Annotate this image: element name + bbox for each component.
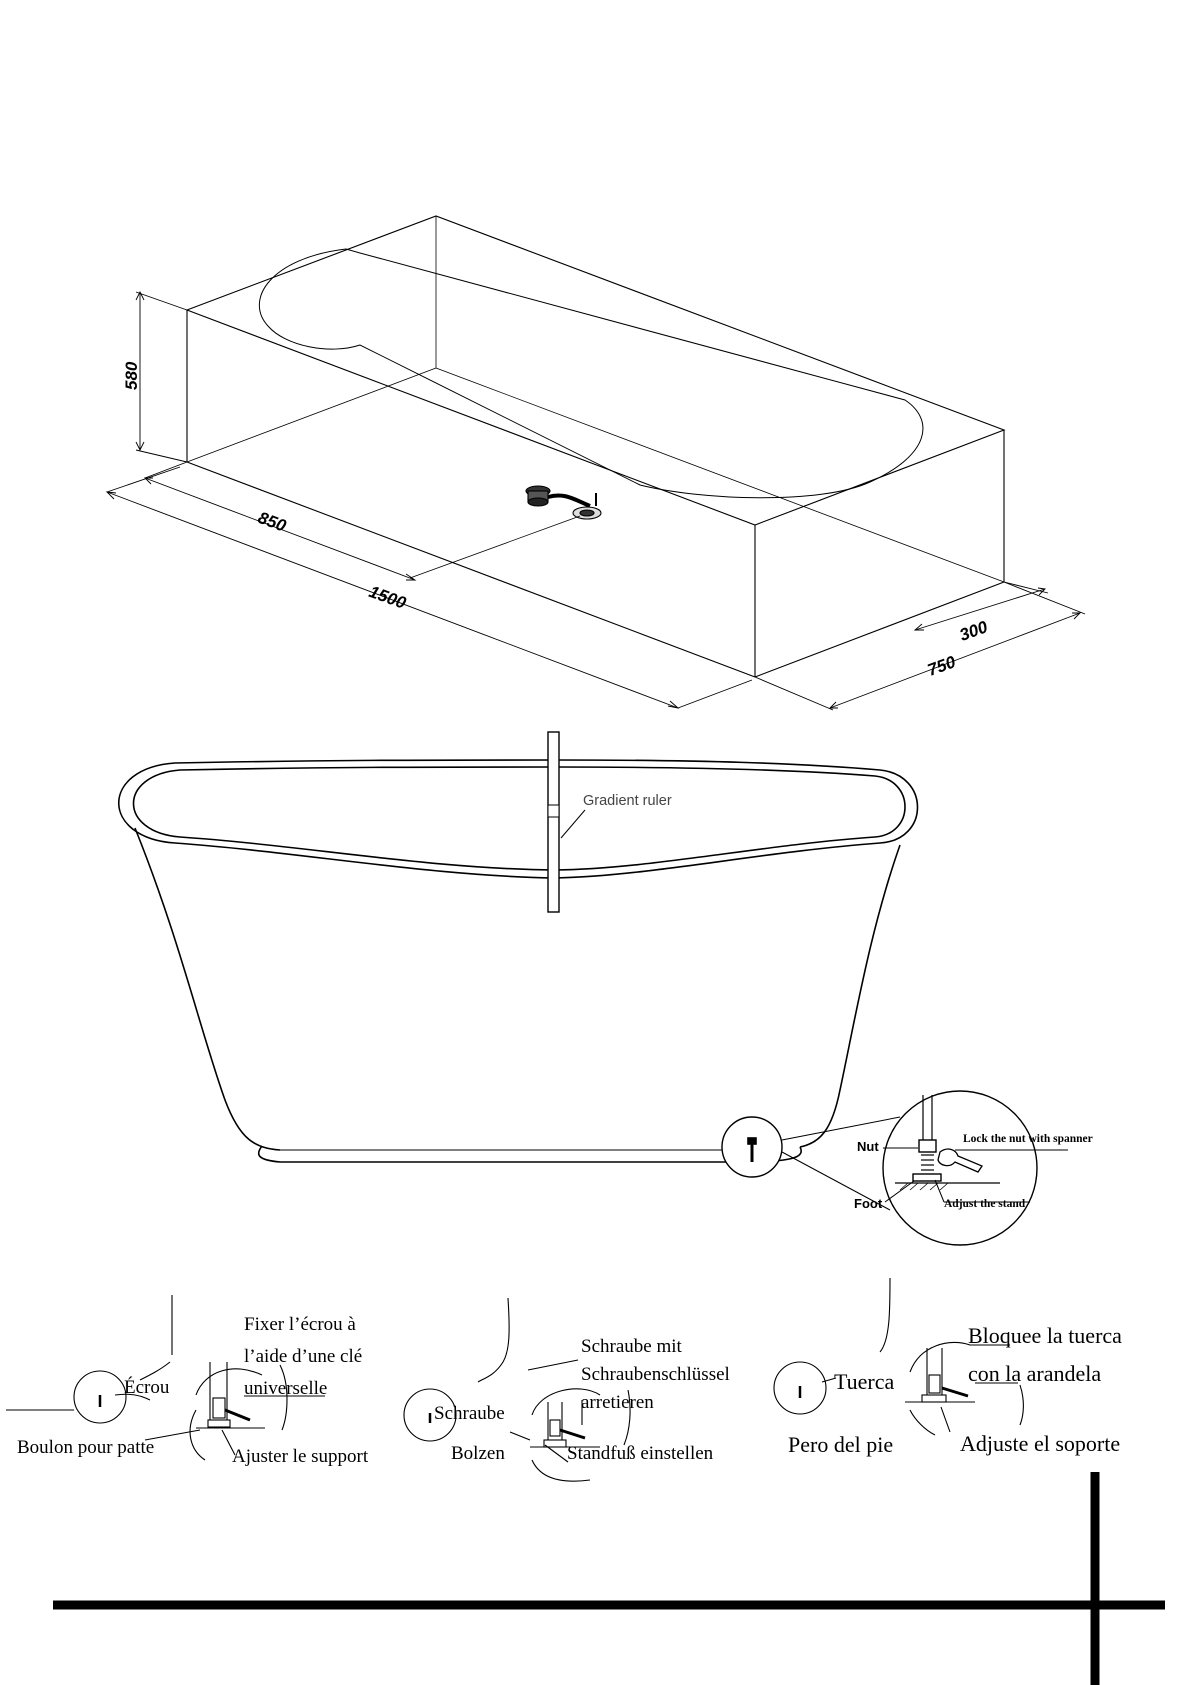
german-adjust-label: Standfuß einstellen [567,1443,714,1464]
foot-label: Foot [854,1196,883,1211]
german-nut-label: Schraube [434,1403,505,1424]
freestanding-tub-side-view [118,731,1068,1246]
isometric-bathtub-box [185,215,1006,678]
french-bolt-label: Boulon pour patte [17,1437,155,1458]
nut-label: Nut [857,1139,879,1154]
spanish-fix-nut-label: Bloquee la tuerca con la arandela [968,1323,1122,1386]
spanner-icon [937,1148,983,1173]
german-bolt-label: Bolzen [451,1443,505,1464]
french-adjust-label: Ajuster le support [232,1446,369,1467]
spanish-nut-label: Tuerca [834,1369,895,1394]
foot-diagram-german [403,1297,631,1482]
adjust-stand-label: Adjust the stand [944,1198,1026,1210]
foot-magnified-circle [882,1090,1038,1246]
basin-outline [258,248,924,499]
dimension-height: 580 [122,361,141,390]
foot-diagram-french [6,1295,325,1461]
gradient-ruler-label: Gradient ruler [583,793,672,809]
german-fix-nut-label: Schraube mit Schraubenschlüssel arretier… [581,1336,730,1413]
spanish-adjust-label: Adjuste el soporte [960,1431,1121,1456]
drain-icon [525,485,602,520]
french-nut-label: Écrou [124,1377,170,1398]
french-fix-nut-label: Fixer l’écrou à l’aide d’une clé univers… [244,1314,363,1399]
gradient-ruler-icon [547,731,560,913]
foot-diagram-spanish [773,1277,1024,1436]
spanish-bolt-label: Pero del pie [788,1432,894,1457]
lock-nut-label: Lock the nut with spanner [963,1133,1093,1145]
dimension-lines [105,290,1086,711]
